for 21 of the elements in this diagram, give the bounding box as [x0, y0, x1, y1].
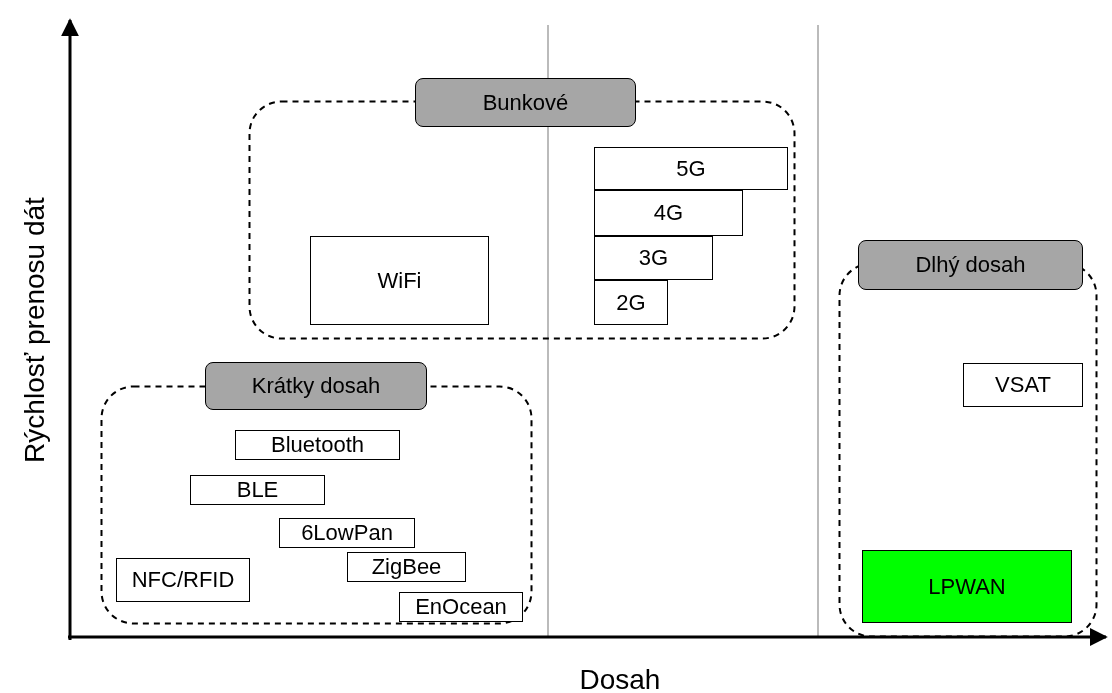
technology-box: EnOcean	[399, 592, 523, 622]
technology-box: 6LowPan	[279, 518, 415, 548]
group-region	[248, 78, 796, 340]
group-heading: Bunkové	[415, 78, 636, 127]
technology-box: ZigBee	[347, 552, 466, 582]
technology-box: Bluetooth	[235, 430, 400, 460]
axis-label: Rýchlosť prenosu dát	[18, 197, 51, 463]
technology-box: 2G	[594, 280, 668, 325]
group-heading: Dlhý dosah	[858, 240, 1083, 290]
technology-box: BLE	[190, 475, 325, 505]
technology-box: NFC/RFID	[116, 558, 250, 602]
technology-box: 4G	[594, 190, 743, 236]
group-region	[838, 240, 1098, 638]
technology-box: LPWAN	[862, 550, 1072, 623]
technology-box: 3G	[594, 236, 713, 280]
group-heading: Krátky dosah	[205, 362, 427, 410]
technology-box: VSAT	[963, 363, 1083, 407]
axis-label: Dosah	[579, 664, 661, 693]
group-region	[100, 362, 533, 625]
technology-box: 5G	[594, 147, 788, 190]
technology-box: WiFi	[310, 236, 489, 325]
